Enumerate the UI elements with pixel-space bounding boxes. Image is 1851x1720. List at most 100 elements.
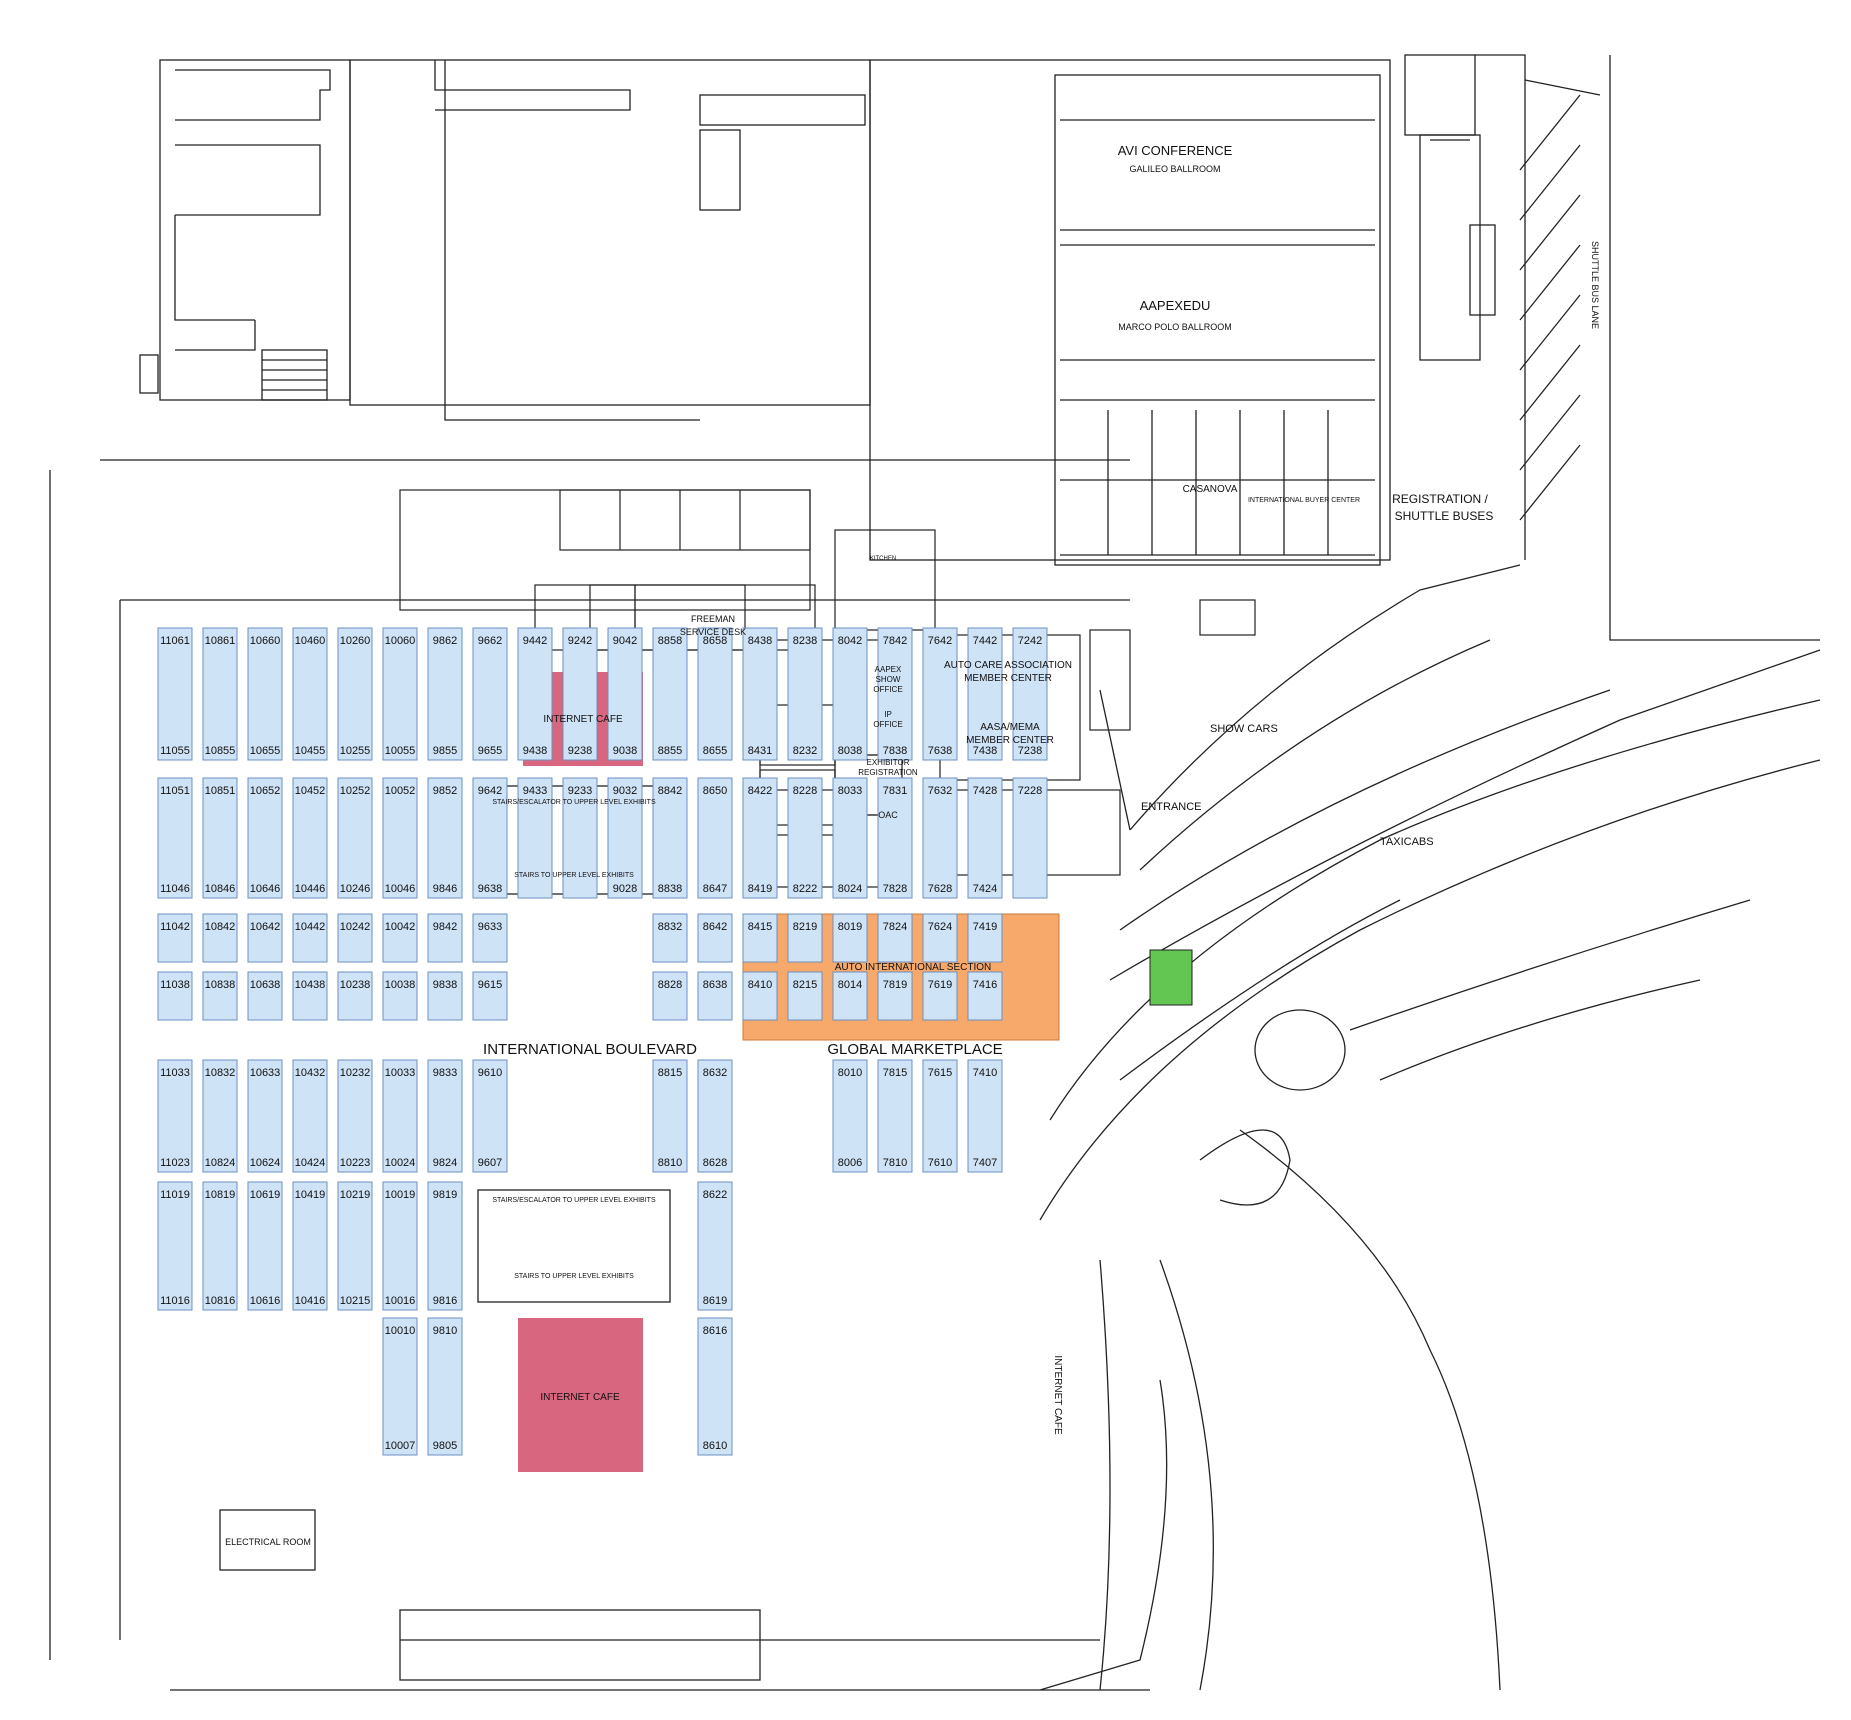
booth[interactable] [292,971,328,1021]
booth[interactable] [967,1059,1003,1173]
booth[interactable] [562,627,598,761]
booth[interactable] [427,1317,463,1456]
booth[interactable] [382,971,418,1021]
booth[interactable] [382,1059,418,1173]
booth[interactable] [337,1059,373,1173]
booth[interactable] [427,1181,463,1311]
booth[interactable] [337,777,373,899]
booth[interactable] [157,777,193,899]
booth[interactable] [247,1181,283,1311]
booth[interactable] [1012,627,1048,761]
booth[interactable] [877,627,913,761]
booth[interactable] [832,913,868,963]
booth[interactable] [247,913,283,963]
booth[interactable] [697,913,733,963]
booth[interactable] [157,971,193,1021]
booth[interactable] [292,1059,328,1173]
booth[interactable] [472,627,508,761]
booth[interactable] [247,627,283,761]
booth[interactable] [877,777,913,899]
booth[interactable] [247,777,283,899]
booth[interactable] [967,913,1003,963]
internet-cafe-bottom[interactable] [518,1318,643,1472]
booth[interactable] [697,1317,733,1456]
booth[interactable] [787,777,823,899]
booth[interactable] [517,777,553,899]
booth[interactable] [382,627,418,761]
booth[interactable] [337,971,373,1021]
booth[interactable] [652,913,688,963]
booth[interactable] [517,627,553,761]
booth[interactable] [472,1059,508,1173]
booth[interactable] [202,1059,238,1173]
booth[interactable] [742,777,778,899]
booth[interactable] [652,971,688,1021]
booth[interactable] [877,913,913,963]
booth[interactable] [967,971,1003,1021]
booth[interactable] [202,627,238,761]
booth[interactable] [382,1181,418,1311]
booth[interactable] [652,627,688,761]
booth[interactable] [247,971,283,1021]
booth[interactable] [337,913,373,963]
booth[interactable] [697,1059,733,1173]
booth[interactable] [877,1059,913,1173]
booth[interactable] [337,1181,373,1311]
booth[interactable] [562,777,598,899]
booth[interactable] [877,971,913,1021]
booth[interactable] [607,627,643,761]
booth[interactable] [967,777,1003,899]
booth[interactable] [832,627,868,761]
booth[interactable] [292,627,328,761]
booth[interactable] [247,1059,283,1173]
booth[interactable] [832,971,868,1021]
booth[interactable] [427,777,463,899]
booth[interactable] [697,971,733,1021]
booth[interactable] [607,777,643,899]
booth[interactable] [832,1059,868,1173]
booth[interactable] [922,913,958,963]
booth[interactable] [832,777,868,899]
booth[interactable] [922,777,958,899]
booth[interactable] [157,1059,193,1173]
booth[interactable] [472,777,508,899]
booth[interactable] [292,913,328,963]
booth[interactable] [922,1059,958,1173]
booth[interactable] [922,627,958,761]
booth[interactable] [337,627,373,761]
booth[interactable] [787,627,823,761]
booth[interactable] [292,777,328,899]
booth[interactable] [382,777,418,899]
booth[interactable] [202,777,238,899]
booth[interactable] [157,627,193,761]
booth[interactable] [472,913,508,963]
booth[interactable] [157,913,193,963]
label-stairs-upper-1: STAIRS TO UPPER LEVEL EXHIBITS [514,872,634,879]
booth[interactable] [967,627,1003,761]
booth[interactable] [787,971,823,1021]
booth[interactable] [697,627,733,761]
booth[interactable] [202,971,238,1021]
booth[interactable] [697,777,733,899]
booth[interactable] [742,627,778,761]
booth[interactable] [202,1181,238,1311]
booth[interactable] [427,627,463,761]
booth[interactable] [427,971,463,1021]
booth[interactable] [1012,777,1048,899]
booth[interactable] [202,913,238,963]
booth[interactable] [652,777,688,899]
booth[interactable] [742,913,778,963]
booth[interactable] [787,913,823,963]
booth[interactable] [382,913,418,963]
booth[interactable] [472,971,508,1021]
booth[interactable] [922,971,958,1021]
booth[interactable] [742,971,778,1021]
booth[interactable] [697,1181,733,1311]
booth[interactable] [157,1181,193,1311]
booth[interactable] [427,1059,463,1173]
booth[interactable] [382,1317,418,1456]
booth[interactable] [292,1181,328,1311]
booth[interactable] [652,1059,688,1173]
booth[interactable] [427,913,463,963]
booth-number: 10438 [295,979,326,991]
